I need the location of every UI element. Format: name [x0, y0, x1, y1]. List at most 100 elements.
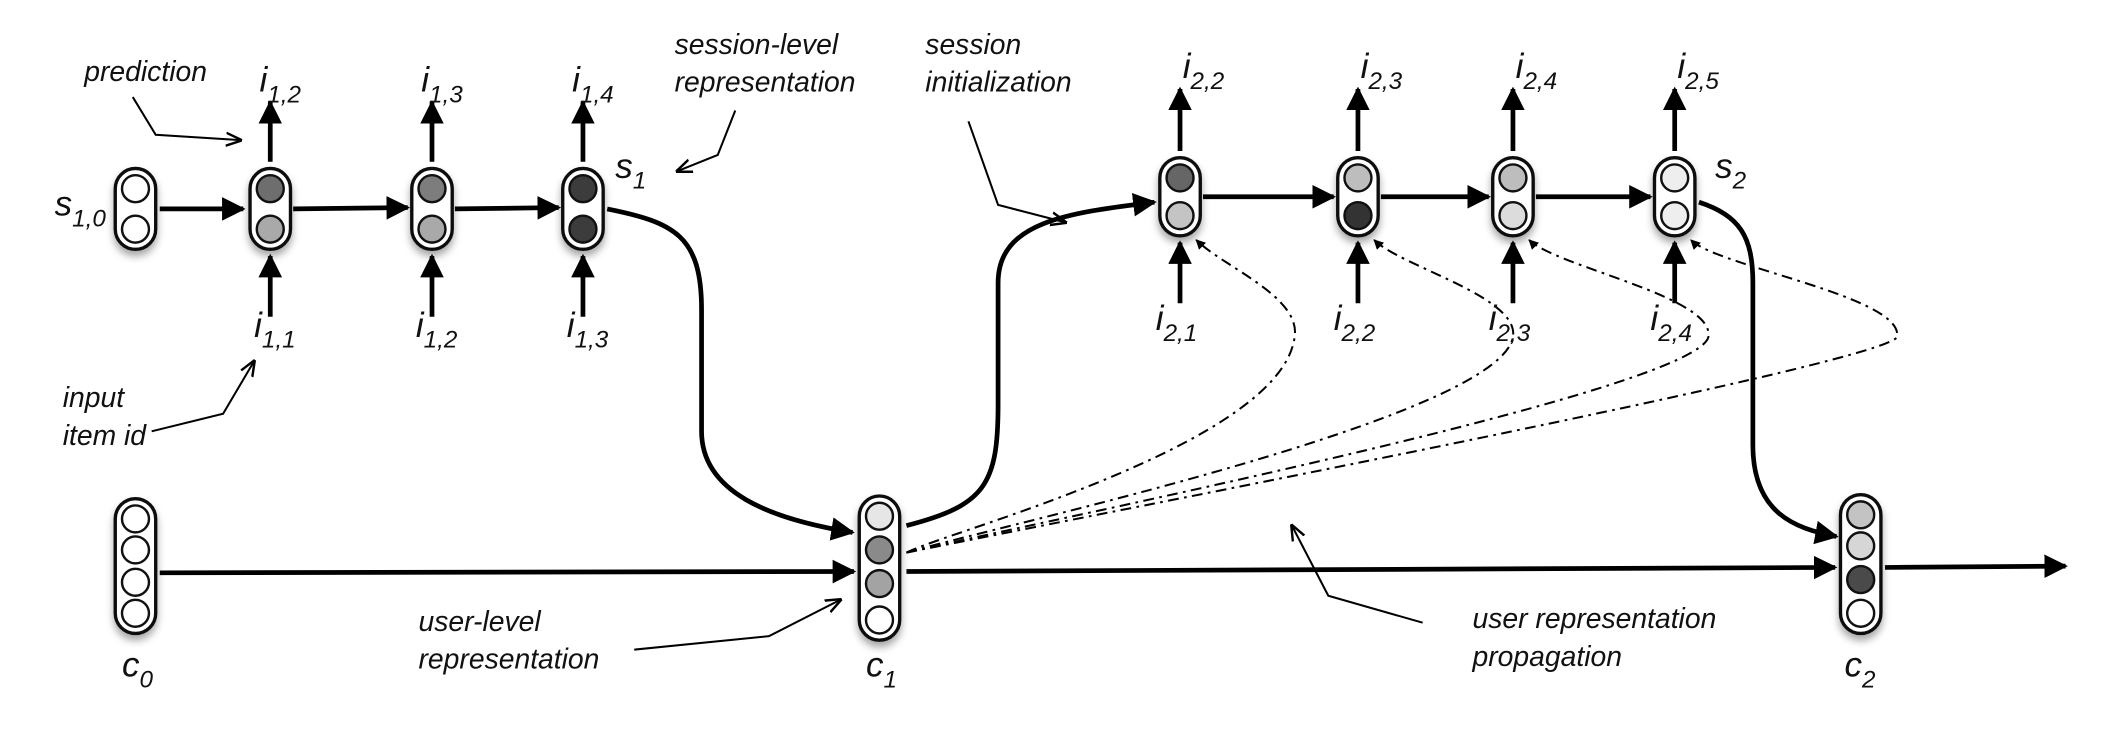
node-body [113, 497, 158, 636]
unit-cell [1846, 564, 1876, 595]
session1-gru-node [561, 166, 605, 252]
session2-gru-node [1652, 156, 1697, 238]
unit-cell [417, 174, 447, 204]
session-init-line2: initialization [925, 66, 1071, 98]
output-item-label: i2,5 [1677, 47, 1719, 95]
input-item-label: i2,4 [1650, 299, 1692, 347]
input-item-label: i2,3 [1489, 299, 1531, 347]
nodes [113, 156, 1883, 642]
output-item-label: i1,4 [572, 61, 614, 109]
session-init-pointer [967, 120, 1065, 222]
session2-gru-node [1491, 156, 1535, 238]
unit-cell [120, 535, 151, 565]
input-item-label: i1,2 [416, 306, 458, 354]
unit-cell [1660, 200, 1690, 231]
prediction-label: prediction [83, 55, 207, 87]
input-item-label: i2,2 [1334, 299, 1376, 347]
unit-cell [120, 174, 151, 204]
session2-gru-node [1336, 156, 1380, 238]
unit-cell [864, 605, 895, 635]
annotation-prediction: prediction [83, 55, 240, 140]
unit-cell [1498, 163, 1528, 193]
input-label-line1: input [63, 381, 125, 413]
user-propagation-curve [905, 239, 1296, 554]
output-item-label: i1,2 [259, 61, 301, 109]
user-state-node-c1 [857, 494, 902, 642]
session-init-line1: session [925, 28, 1021, 60]
user-transition-arrow [159, 559, 857, 584]
session1-transition-arrow [454, 196, 562, 220]
label-s10: s1,0 [55, 185, 107, 233]
session1-gru-node [248, 166, 293, 252]
unit-cell [1343, 200, 1373, 231]
unit-cell [1165, 200, 1195, 231]
session-to-user-curve [1698, 199, 1839, 545]
user-level-pointer [634, 600, 840, 651]
input-item-label: i2,1 [1156, 299, 1198, 347]
input-item-label: i1,3 [567, 306, 609, 354]
input-pointer [151, 361, 254, 433]
unit-cell [1660, 163, 1690, 193]
session1-initial-state-node [113, 166, 158, 252]
output-item-label: i2,4 [1516, 47, 1558, 95]
annotation-user-propagation: user representation propagation [1292, 526, 1716, 672]
user-level-line2: representation [419, 643, 600, 675]
user-output-arrow [1884, 554, 2068, 579]
unit-cell [1846, 531, 1876, 561]
unit-cell [1846, 598, 1876, 628]
unit-cell [255, 214, 285, 244]
session2-gru-node [1158, 156, 1202, 238]
unit-cell [120, 567, 151, 597]
node-body [1838, 492, 1883, 636]
label-s1: s1 [615, 147, 646, 195]
session-level-line1: session-level [675, 28, 839, 60]
user-state-node-c0 [113, 497, 158, 636]
input-label-line2: item id [63, 419, 148, 451]
label-c1: c1 [866, 646, 897, 694]
session1-gru-node [410, 166, 454, 252]
prediction-pointer [131, 96, 241, 140]
output-item-label: i2,3 [1361, 47, 1403, 95]
user-prop-line2: propagation [1472, 640, 1622, 672]
unit-cell [1846, 500, 1876, 530]
unit-cell [1343, 163, 1373, 193]
session-initialization-curve [905, 193, 1157, 528]
session1-transition-arrow [293, 196, 411, 220]
unit-cell [864, 535, 895, 565]
user-state-node-c2 [1838, 492, 1883, 636]
session-to-user-curve [606, 206, 855, 541]
annotation-session-init: session initialization [925, 28, 1072, 222]
session-level-line2: representation [675, 66, 856, 98]
output-item-label: i1,3 [421, 61, 463, 109]
unit-cell [120, 504, 151, 534]
user-level-line1: user-level [419, 605, 542, 637]
unit-cell [120, 214, 151, 244]
annotation-input-item-id: input item id [63, 361, 254, 451]
item-labels: i1,2 i1,1 i1,3 i1,2 i1,4 i1,3 i2,2 i2,1 i2,3 i2,2… [254, 47, 1719, 354]
annotation-session-level: session-level representation [675, 28, 856, 171]
unit-cell [1498, 200, 1528, 231]
user-prop-pointer [1292, 526, 1423, 624]
output-item-label: i2,2 [1183, 47, 1225, 95]
label-c0: c0 [122, 646, 154, 694]
edges [159, 86, 2068, 584]
unit-cell [1165, 163, 1195, 193]
input-item-label: i1,1 [254, 306, 296, 354]
annotation-user-level: user-level representation [419, 600, 841, 675]
label-s2: s2 [1715, 147, 1747, 195]
session-level-pointer [677, 110, 737, 172]
unit-cell [568, 174, 598, 204]
node-body [857, 494, 902, 642]
unit-cell [417, 214, 447, 244]
unit-cell [255, 174, 285, 204]
unit-cell [568, 214, 598, 244]
unit-cell [120, 598, 151, 628]
label-c2: c2 [1845, 646, 1877, 694]
unit-cell [864, 501, 895, 531]
user-propagation-curve [906, 239, 1710, 554]
unit-cell [864, 568, 895, 599]
user-prop-line1: user representation [1473, 602, 1717, 634]
user-propagation-curve [906, 239, 1899, 554]
